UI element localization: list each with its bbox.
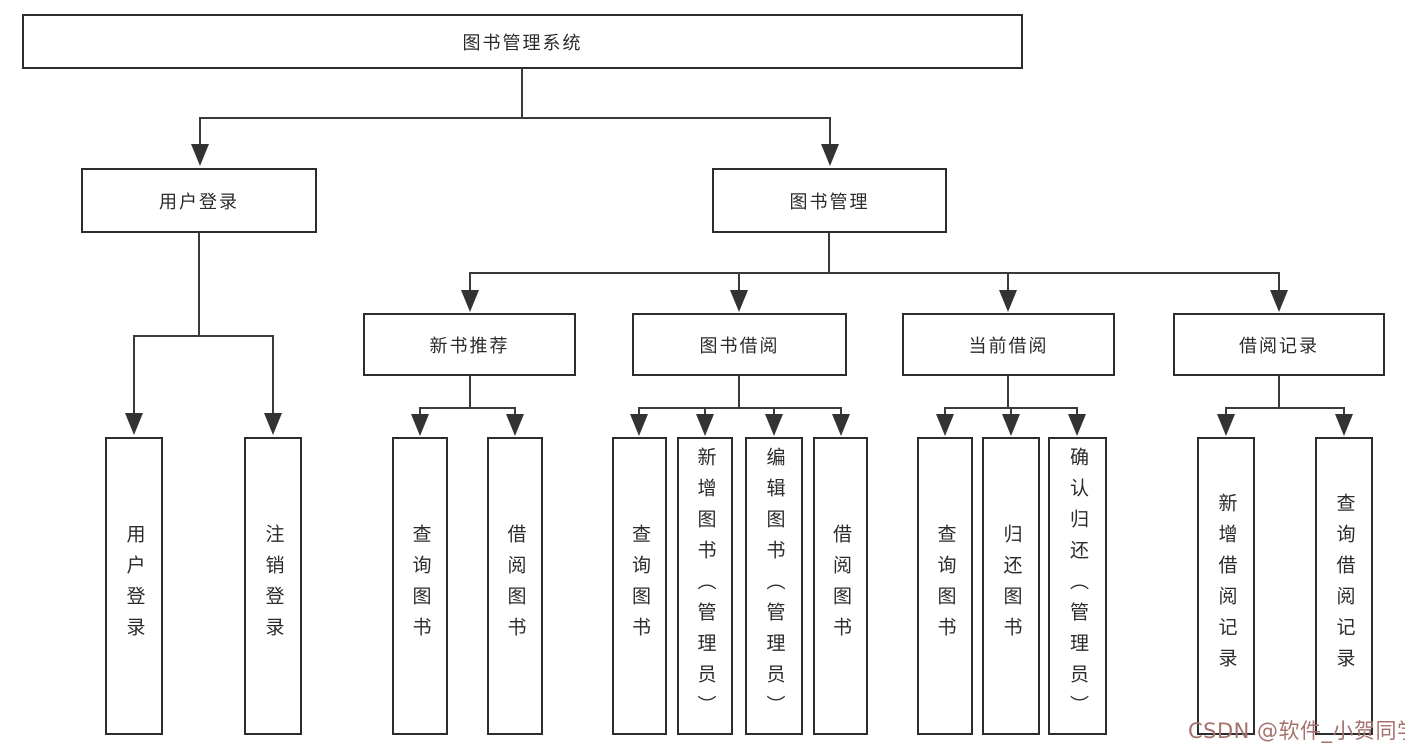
arrow-down-icon bbox=[1217, 414, 1235, 436]
leaf-cb-query-books: 查询图书 bbox=[917, 437, 973, 735]
leaf-br-query-record: 查询借阅记录 bbox=[1315, 437, 1373, 735]
connector-to-book-management bbox=[829, 117, 831, 147]
node-current-borrowing-label: 当前借阅 bbox=[968, 335, 1049, 357]
connector-user-login-splitter bbox=[133, 335, 274, 337]
node-new-book-recommend: 新书推荐 bbox=[363, 313, 576, 376]
leaf-bb-add-books-admin-label: 新增图书（管理员） bbox=[694, 446, 717, 726]
leaf-logout-login: 注销登录 bbox=[244, 437, 302, 735]
connector-leaf-drop bbox=[638, 407, 640, 417]
leaf-nb-borrow-books: 借阅图书 bbox=[487, 437, 543, 735]
leaf-bb-edit-books-admin-label: 编辑图书（管理员） bbox=[763, 446, 786, 726]
connector-book-management-stem bbox=[828, 233, 830, 274]
leaf-br-add-record: 新增借阅记录 bbox=[1197, 437, 1255, 735]
leaf-cb-confirm-return-admin: 确认归还（管理员） bbox=[1048, 437, 1107, 735]
arrow-down-icon bbox=[1270, 290, 1288, 312]
leaf-user-login: 用户登录 bbox=[105, 437, 163, 735]
connector-root-stem bbox=[521, 69, 523, 118]
leaf-bb-borrow-books-label: 借阅图书 bbox=[830, 524, 852, 648]
leaf-cb-confirm-return-admin-label: 确认归还（管理员） bbox=[1067, 446, 1089, 726]
connector-leaf-drop bbox=[773, 407, 775, 417]
leaf-logout-login-label: 注销登录 bbox=[262, 524, 285, 648]
connector-borrow-records-stem bbox=[1278, 376, 1280, 408]
node-current-borrowing: 当前借阅 bbox=[902, 313, 1115, 376]
arrow-down-icon bbox=[696, 414, 714, 436]
leaf-user-login-label: 用户登录 bbox=[123, 524, 146, 648]
arrow-down-icon bbox=[191, 144, 209, 166]
node-book-management: 图书管理 bbox=[712, 168, 947, 233]
arrow-down-icon bbox=[765, 414, 783, 436]
connector-leaf-drop bbox=[1343, 407, 1345, 417]
leaf-nb-query-books: 查询图书 bbox=[392, 437, 448, 735]
connector-current-borrowing-stem bbox=[1007, 376, 1009, 408]
connector-leaf-drop bbox=[514, 407, 516, 417]
leaf-bb-query-books: 查询图书 bbox=[612, 437, 667, 735]
leaf-cb-return-books-label: 归还图书 bbox=[1000, 524, 1023, 648]
connector-leaf-drop bbox=[1010, 407, 1012, 417]
connector-to-leaf-user-login bbox=[133, 335, 135, 415]
leaf-nb-borrow-books-label: 借阅图书 bbox=[504, 524, 527, 648]
leaf-bb-query-books-label: 查询图书 bbox=[629, 524, 651, 648]
arrow-down-icon bbox=[630, 414, 648, 436]
connector-level1-splitter bbox=[199, 117, 831, 119]
node-user-login-label: 用户登录 bbox=[159, 191, 239, 213]
leaf-nb-query-books-label: 查询图书 bbox=[409, 524, 432, 648]
arrow-down-icon bbox=[506, 414, 524, 436]
leaf-br-query-record-label: 查询借阅记录 bbox=[1333, 493, 1356, 679]
connector-leaf-drop bbox=[840, 407, 842, 417]
connector-user-login-stem bbox=[198, 233, 200, 337]
connector-to-book-borrowing bbox=[738, 272, 740, 292]
connector-book-borrowing-stem bbox=[738, 376, 740, 408]
connector-to-new-book bbox=[469, 272, 471, 292]
leaf-bb-edit-books-admin: 编辑图书（管理员） bbox=[745, 437, 803, 735]
connector-to-current-borrowing bbox=[1007, 272, 1009, 292]
node-book-borrowing-label: 图书借阅 bbox=[699, 335, 780, 357]
connector-leaf-drop bbox=[704, 407, 706, 417]
connector-leaf-drop bbox=[1076, 407, 1078, 417]
leaf-cb-query-books-label: 查询图书 bbox=[934, 524, 957, 648]
node-new-book-recommend-label: 新书推荐 bbox=[429, 335, 510, 357]
arrow-down-icon bbox=[1068, 414, 1086, 436]
connector-to-leaf-logout bbox=[272, 335, 274, 415]
arrow-down-icon bbox=[1335, 414, 1353, 436]
connector-to-borrow-records bbox=[1278, 272, 1280, 292]
arrow-down-icon bbox=[461, 290, 479, 312]
connector-borrow-records-splitter bbox=[1225, 407, 1345, 409]
node-book-management-label: 图书管理 bbox=[789, 191, 870, 213]
arrow-down-icon bbox=[1002, 414, 1020, 436]
connector-new-book-stem bbox=[469, 376, 471, 408]
arrow-down-icon bbox=[821, 144, 839, 166]
connector-new-book-splitter bbox=[419, 407, 516, 409]
arrow-down-icon bbox=[730, 290, 748, 312]
connector-leaf-drop bbox=[1225, 407, 1227, 417]
connector-leaf-drop bbox=[944, 407, 946, 417]
leaf-bb-borrow-books: 借阅图书 bbox=[813, 437, 868, 735]
arrow-down-icon bbox=[264, 413, 282, 435]
arrow-down-icon bbox=[999, 290, 1017, 312]
connector-to-user-login bbox=[199, 117, 201, 147]
csdn-watermark: CSDN @软件_小贺同学 bbox=[1188, 719, 1405, 743]
arrow-down-icon bbox=[125, 413, 143, 435]
arrow-down-icon bbox=[832, 414, 850, 436]
leaf-bb-add-books-admin: 新增图书（管理员） bbox=[677, 437, 733, 735]
node-borrow-records-label: 借阅记录 bbox=[1239, 335, 1319, 357]
node-book-borrowing: 图书借阅 bbox=[632, 313, 847, 376]
node-root-label: 图书管理系统 bbox=[462, 32, 583, 54]
leaf-br-add-record-label: 新增借阅记录 bbox=[1215, 493, 1238, 679]
leaf-cb-return-books: 归还图书 bbox=[982, 437, 1040, 735]
node-root: 图书管理系统 bbox=[22, 14, 1023, 69]
node-borrow-records: 借阅记录 bbox=[1173, 313, 1385, 376]
node-user-login: 用户登录 bbox=[81, 168, 317, 233]
arrow-down-icon bbox=[411, 414, 429, 436]
connector-book-borrowing-splitter bbox=[638, 407, 842, 409]
connector-leaf-drop bbox=[419, 407, 421, 417]
connector-level2-splitter bbox=[470, 272, 1280, 274]
arrow-down-icon bbox=[936, 414, 954, 436]
